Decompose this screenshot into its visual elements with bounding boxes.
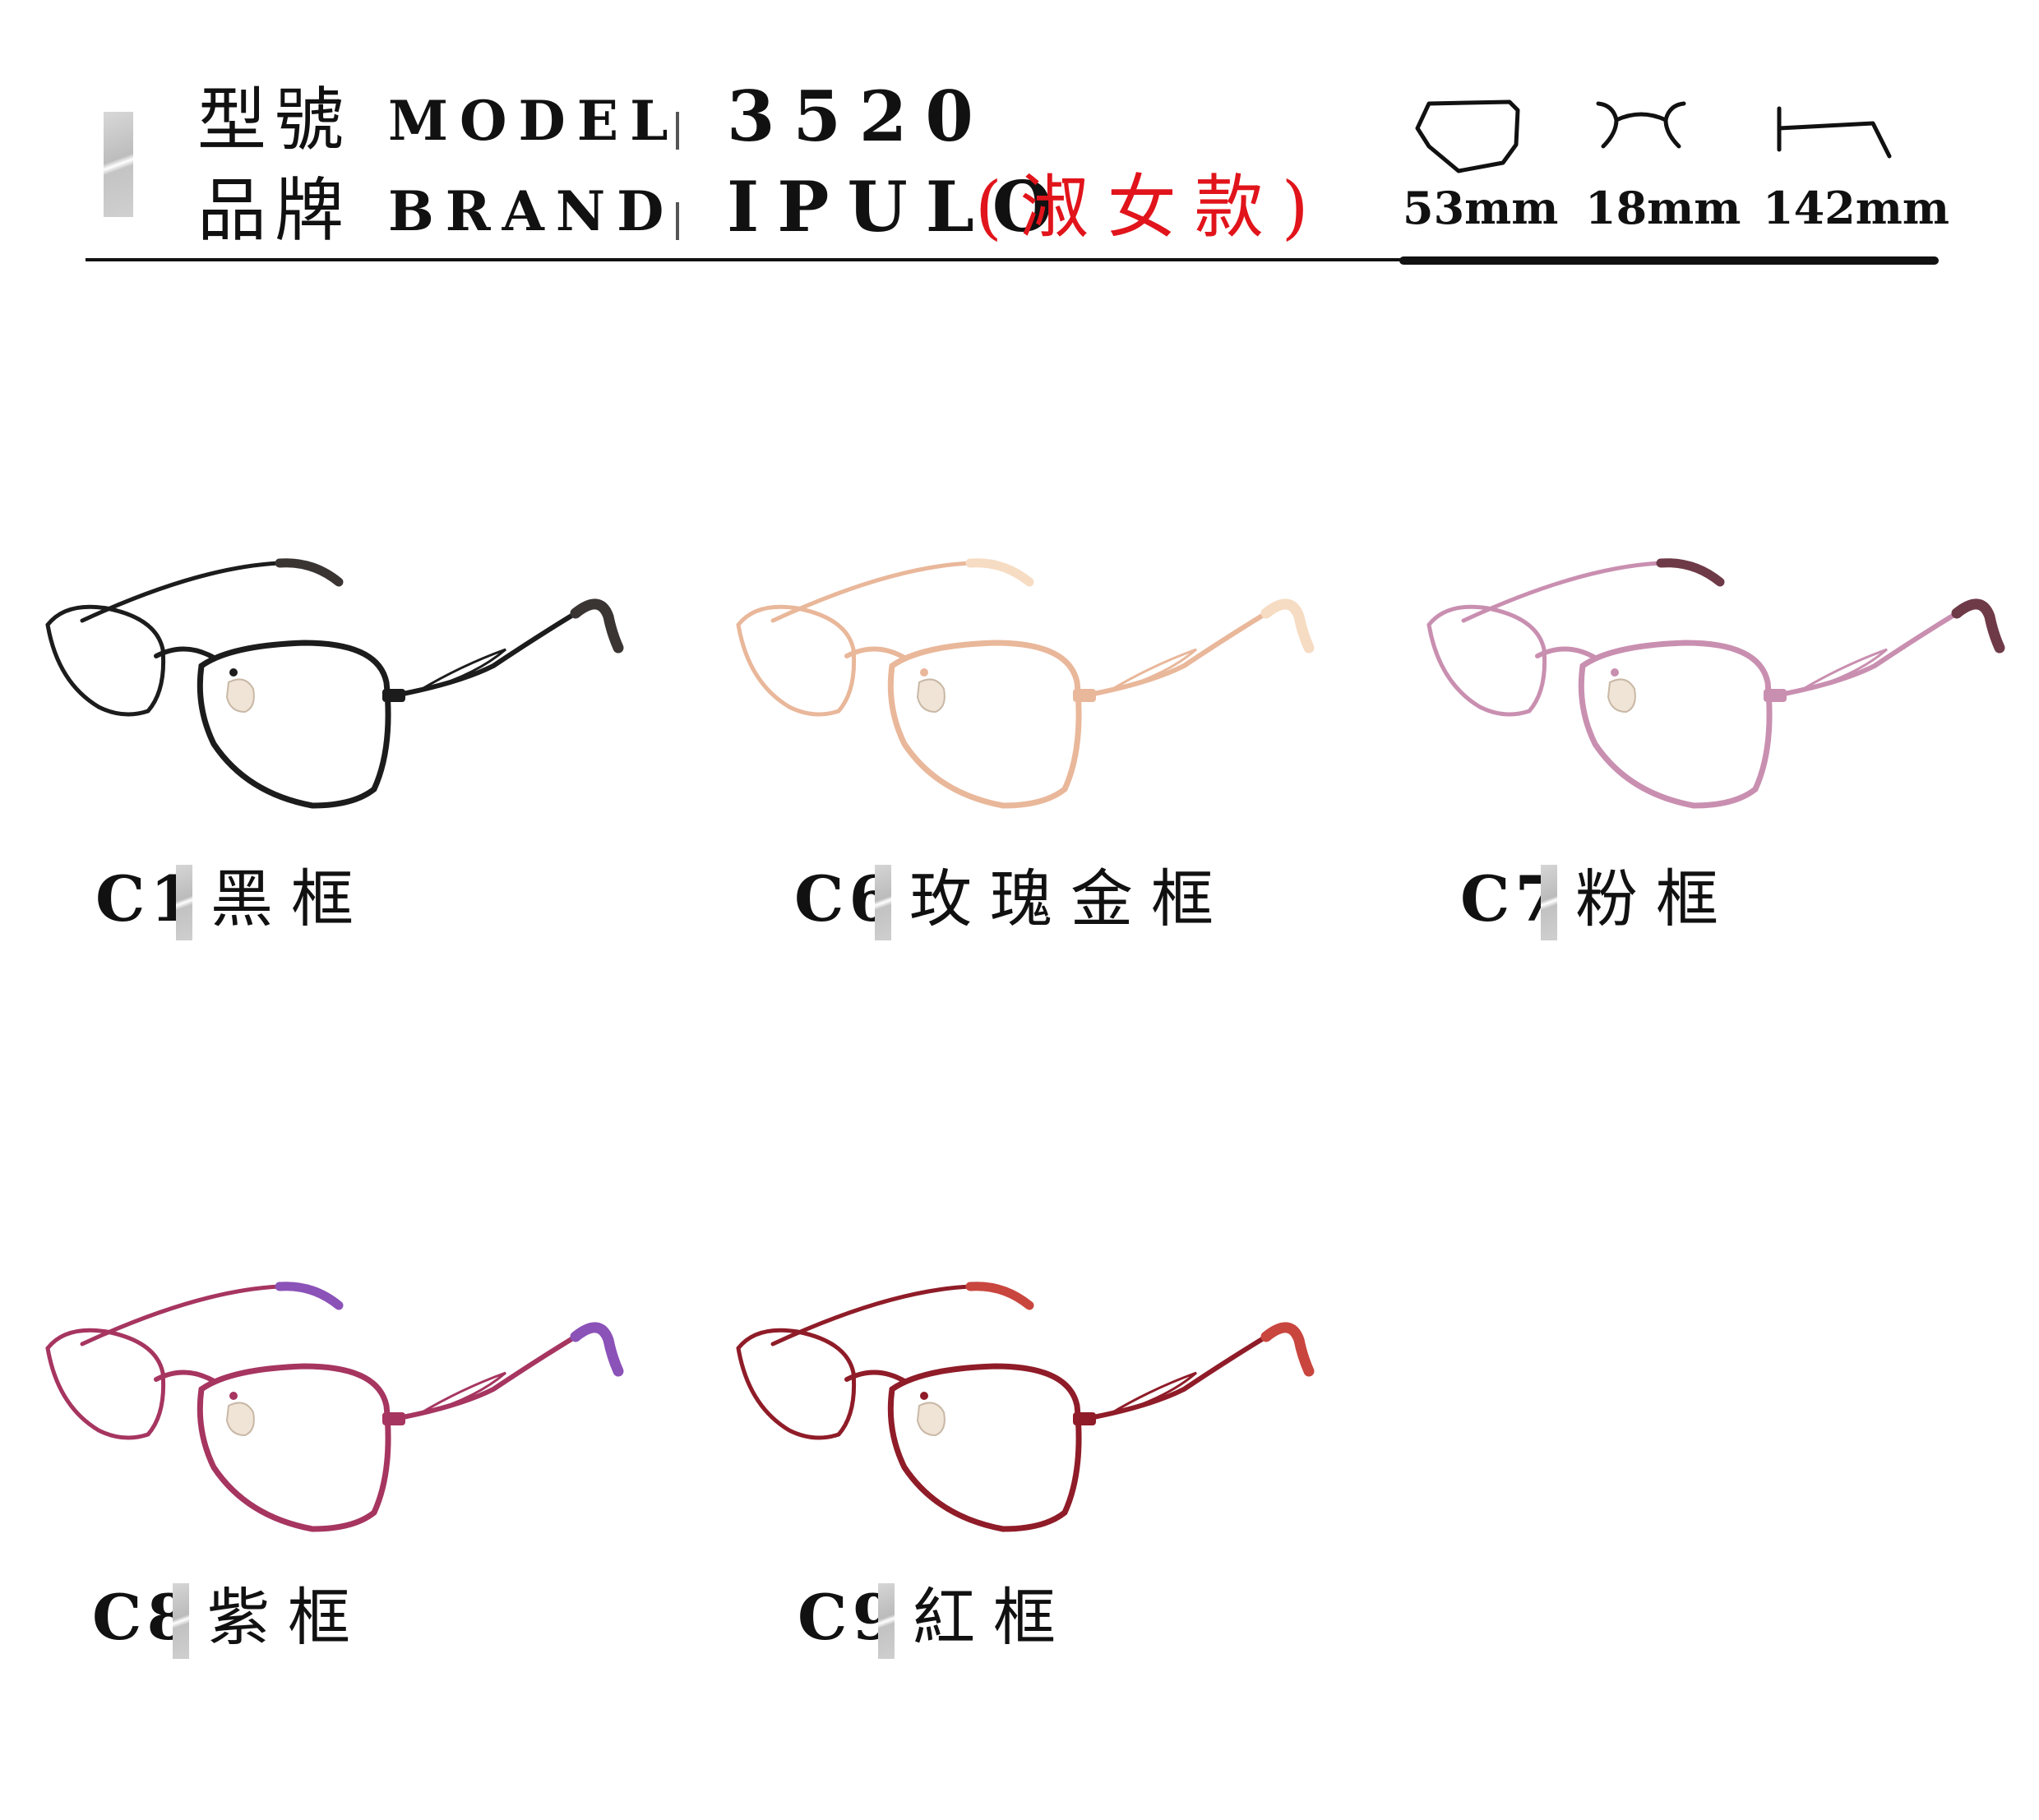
near-temple-tip [1951,598,2005,654]
brand-note: (淑女款) [975,167,1327,247]
near-temple-tip [570,1322,624,1377]
near-temple-tip [1260,598,1315,654]
bridge [1535,646,1597,660]
variant-mark [176,865,192,940]
nose-pad-arm [229,668,238,677]
left-lens-rim [736,1328,857,1440]
model-label-en: MODEL [388,89,680,153]
variant-c8 [33,1266,658,1562]
nose-pad-arm [920,668,928,677]
variant-c1 [33,543,658,838]
glasses-image-c9 [736,1282,1315,1532]
glasses-image-c8 [45,1282,624,1532]
far-temple-tip [965,1282,1034,1310]
lens-width-icon [1415,99,1520,173]
model-label-zh: 型號 [197,80,353,160]
left-lens-rim [736,604,857,717]
hinge [382,1412,405,1425]
nose-pad [225,1402,255,1437]
variant-c9 [724,1266,1348,1562]
right-lens-rim [887,1363,1082,1532]
temple-cutout [1800,648,1888,692]
near-temple [400,1329,586,1420]
right-lens-rim [197,1363,391,1532]
near-temple-tip [570,598,624,654]
bridge [844,646,907,660]
near-temple [400,606,586,696]
bridge-width-icon [1596,101,1686,149]
variant-name: 黑框 [210,862,372,935]
near-temple [1091,606,1277,696]
glasses-image-c1 [45,558,624,809]
near-temple-tip [1260,1322,1315,1377]
glasses-image-c6 [736,558,1315,809]
hinge [382,689,405,702]
nose-pad [225,678,255,714]
variant-mark [173,1583,189,1659]
left-lens-rim [45,604,166,717]
nose-pad [916,1402,946,1437]
temple-length-icon [1777,106,1892,159]
brand-value: IPULO [727,166,1070,247]
nose-pad [1607,678,1636,714]
far-temple-tip [1656,558,1725,587]
left-lens-rim [45,1328,166,1440]
variant-name: 紅框 [913,1581,1074,1654]
nose-pad-arm [1611,668,1619,677]
far-temple-tip [275,558,344,587]
near-temple [1091,1329,1277,1420]
dim-value-bridge: 18mm [1585,182,1741,234]
left-lens-rim [1426,604,1547,717]
temple-cutout [1109,1371,1197,1416]
variant-name: 玫瑰金框 [909,862,1232,935]
model-value: 3520 [727,76,992,157]
near-temple [1782,606,1967,696]
brand-label-en: BRAND [388,179,676,243]
dim-value-temple: 142mm [1763,182,1949,234]
right-lens-rim [1578,640,1773,809]
right-lens-rim [887,640,1082,809]
far-temple-tip [965,558,1034,587]
variant-mark [878,1583,895,1659]
temple-cutout [1109,648,1197,692]
hinge [1073,1412,1096,1425]
bridge [154,646,216,660]
variant-name: 紫框 [207,1581,368,1654]
temple-cutout [418,1371,506,1416]
header-rule [86,258,1401,261]
right-lens-rim [197,640,391,809]
brand-separator [676,202,679,240]
header-rule-accent [1399,256,1939,265]
variant-mark [875,865,891,940]
bridge [844,1370,907,1383]
variant-mark [1541,865,1557,940]
bridge [154,1370,216,1383]
variant-c6 [724,543,1348,838]
variant-c7 [1414,543,2039,838]
nose-pad-arm [920,1392,928,1400]
header-accent-bar [104,112,133,217]
hinge [1764,689,1787,702]
far-temple-tip [275,1282,344,1310]
nose-pad [916,678,946,714]
hinge [1073,689,1096,702]
dim-value-lens: 53mm [1403,182,1559,234]
temple-cutout [418,648,506,692]
variant-name: 粉框 [1575,862,1736,935]
glasses-image-c7 [1426,558,2005,809]
brand-label-zh: 品牌 [197,170,353,251]
nose-pad-arm [229,1392,238,1400]
model-separator [676,112,679,150]
